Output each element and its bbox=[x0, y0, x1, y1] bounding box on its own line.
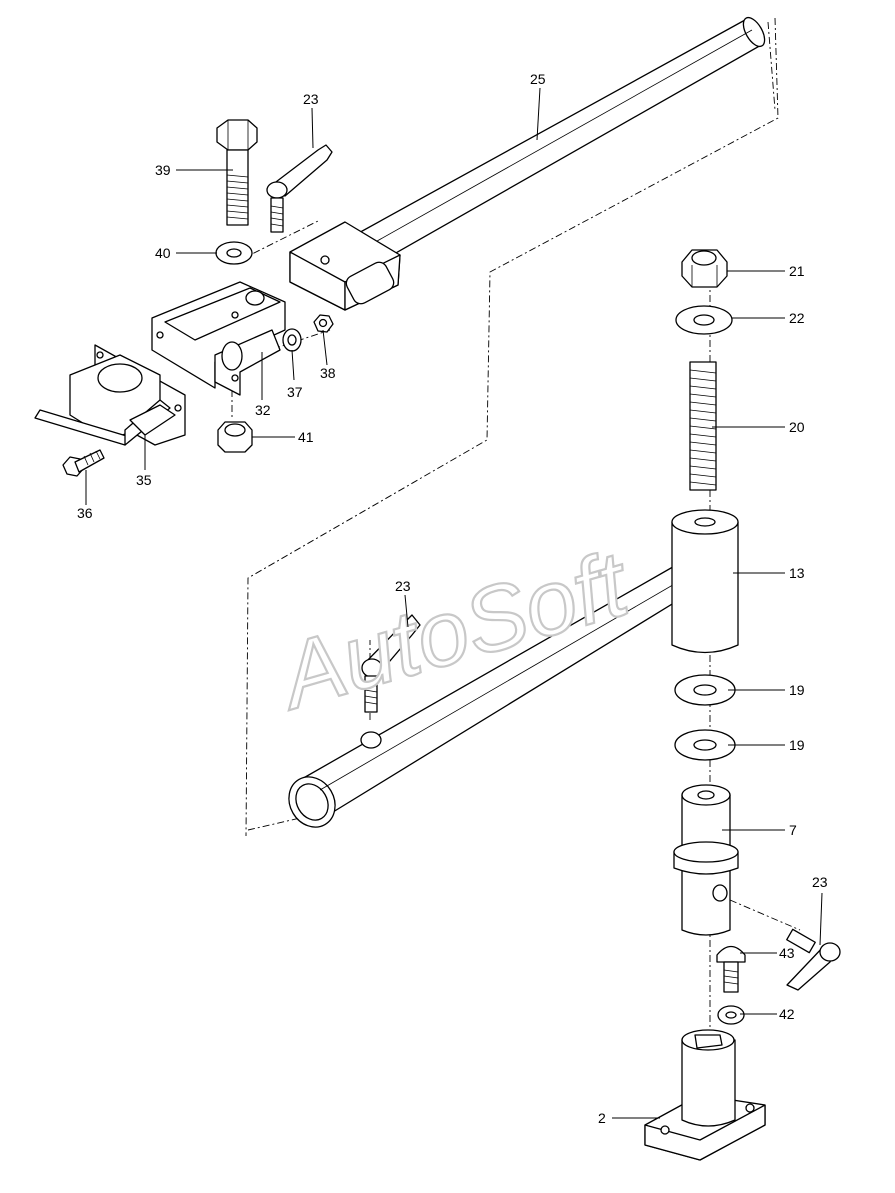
part-13-t-arm bbox=[288, 509, 739, 828]
leader-lines bbox=[85, 87, 823, 1119]
part-39-hex-bolt bbox=[216, 119, 258, 226]
part-2-base bbox=[644, 1029, 766, 1161]
label-23-bottom: 23 bbox=[812, 874, 828, 890]
label-22: 22 bbox=[789, 310, 805, 326]
part-43-bolt bbox=[716, 945, 746, 993]
part-41-nut bbox=[217, 421, 253, 453]
part-19-washer-b bbox=[674, 729, 736, 761]
label-2: 2 bbox=[598, 1110, 606, 1126]
label-37: 37 bbox=[287, 384, 303, 400]
part-32-bracket bbox=[151, 281, 286, 396]
label-19-a: 19 bbox=[789, 682, 805, 698]
part-23-lever-middle bbox=[360, 614, 421, 749]
part-23-lever-top bbox=[266, 144, 333, 233]
part-37-washer bbox=[282, 328, 302, 352]
label-23-middle: 23 bbox=[395, 578, 411, 594]
label-39: 39 bbox=[155, 162, 171, 178]
label-41: 41 bbox=[298, 429, 314, 445]
label-43: 43 bbox=[779, 945, 795, 961]
part-19-washer-a bbox=[674, 674, 736, 706]
label-23-top: 23 bbox=[303, 91, 319, 107]
part-labels: 25 23 39 40 21 22 20 13 37 38 32 41 35 3… bbox=[77, 71, 828, 1126]
label-32: 32 bbox=[255, 402, 271, 418]
part-36-bolt bbox=[62, 449, 105, 477]
label-42: 42 bbox=[779, 1006, 795, 1022]
label-19-b: 19 bbox=[789, 737, 805, 753]
label-40: 40 bbox=[155, 245, 171, 261]
part-20-threaded-rod bbox=[689, 361, 717, 491]
part-25-long-arm bbox=[289, 16, 766, 311]
label-36: 36 bbox=[77, 505, 93, 521]
part-42-washer bbox=[717, 1005, 745, 1025]
label-38: 38 bbox=[320, 365, 336, 381]
part-40-washer bbox=[215, 241, 253, 265]
label-20: 20 bbox=[789, 419, 805, 435]
part-21-nut bbox=[681, 249, 728, 288]
part-7-sleeve bbox=[673, 784, 739, 936]
label-21: 21 bbox=[789, 263, 805, 279]
label-7: 7 bbox=[789, 822, 797, 838]
part-38-nut bbox=[313, 314, 334, 333]
label-35: 35 bbox=[136, 472, 152, 488]
label-25: 25 bbox=[530, 71, 546, 87]
part-35-clamp bbox=[34, 344, 186, 446]
label-13: 13 bbox=[789, 565, 805, 581]
part-22-washer bbox=[675, 305, 733, 335]
part-23-lever-bottom bbox=[786, 928, 841, 991]
